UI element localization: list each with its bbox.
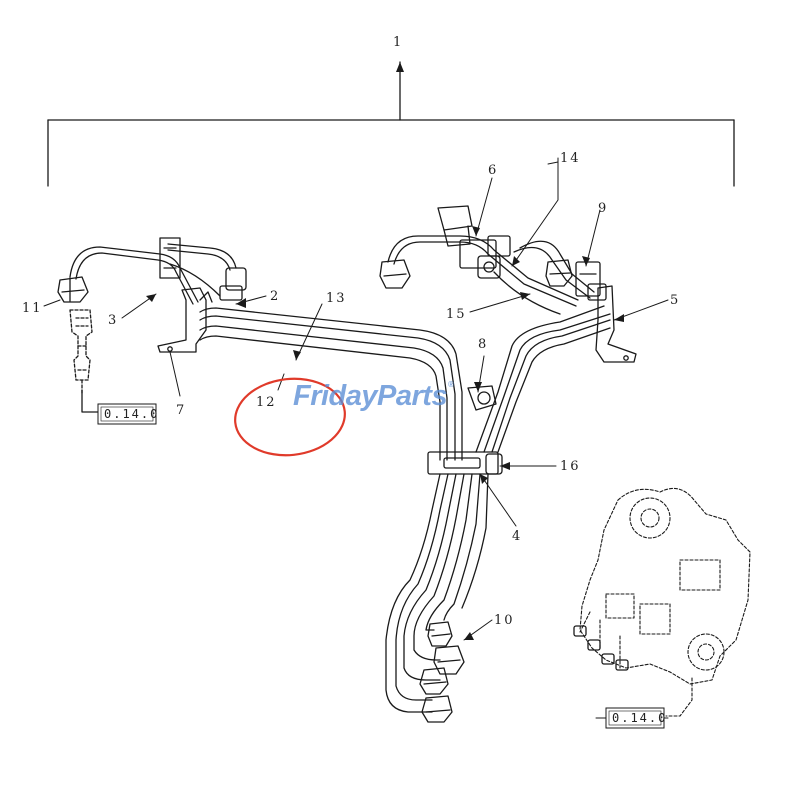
callout-10: 10 [494,613,515,628]
injector-nut-left [57,276,89,303]
injector-body-left [69,309,93,396]
callout-1: 1 [393,35,403,50]
callout-11: 11 [22,301,43,316]
callout-7: 7 [176,403,186,418]
callout-14: 14 [560,151,581,166]
pump-fittings [573,625,629,671]
clamp-16 [427,451,503,475]
watermark-part2: Parts [377,380,448,412]
callout-5: 5 [670,293,680,308]
injector-nut-right-2 [545,259,573,287]
clamp-15 [477,255,501,279]
reference-box-right: 0.14.0 [605,707,667,729]
callout-4: 4 [512,529,522,544]
reference-label-right: 0.14.0 [612,711,667,725]
bracket-left [157,287,213,353]
callout-9: 9 [598,201,608,216]
ref-leader-left [81,389,99,413]
callout-3: 3 [108,313,118,328]
reference-box-left: 0.14.0 [97,403,159,425]
right-injector-pipes [387,235,595,315]
reference-label-left: 0.14.0 [104,407,159,421]
bracket-right [595,285,637,363]
callout-numbers: 1 2 3 4 5 6 7 8 9 10 11 12 13 14 15 16 [22,35,680,628]
main-pipe-bundle-right [475,305,611,453]
watermark-logo: FridayParts® [293,380,454,416]
watermark-part1: Friday [293,380,378,412]
clamp-8 [467,385,497,411]
main-pipe-bundle-left [199,307,463,461]
callout-15: 15 [446,307,467,322]
callout-2: 2 [270,289,280,304]
callout-12: 12 [256,395,277,410]
watermark-registered-mark: ® [448,380,454,389]
callout-16: 16 [560,459,581,474]
callout-13: 13 [326,291,347,306]
callout-8: 8 [478,337,488,352]
clamp-left [159,237,247,301]
highlight-circle [234,377,346,457]
lower-pipe-bundle [385,473,489,713]
assembly-bracket [47,61,735,187]
injector-nut-right-1 [379,259,411,289]
arrowheads [146,62,624,640]
callout-6: 6 [488,163,498,178]
injection-pump [579,487,751,717]
delivery-nuts [419,621,465,723]
